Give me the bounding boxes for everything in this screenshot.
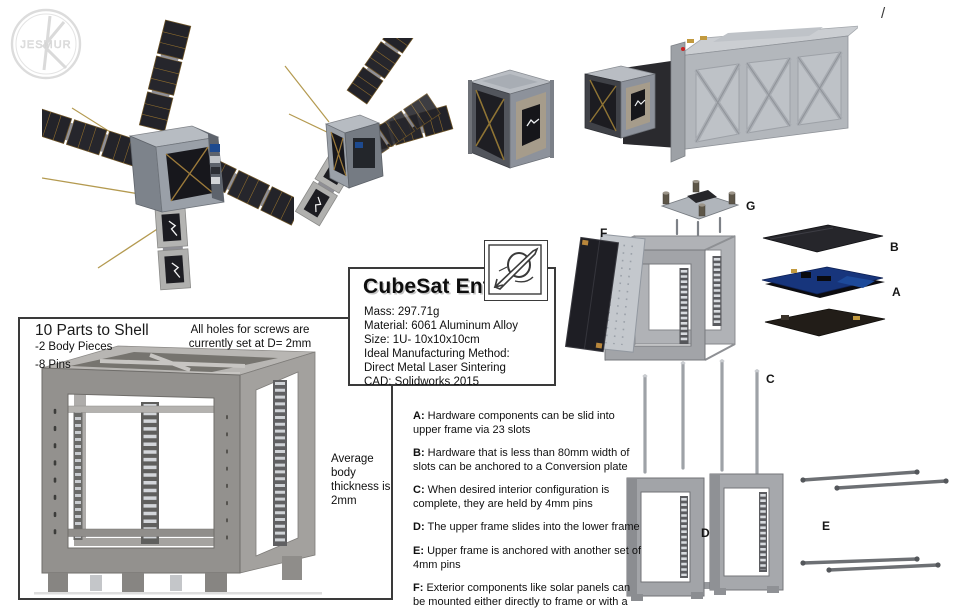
watermark-text: JESMUR xyxy=(20,39,71,51)
entry-info-box: CubeSat Entry Mass: 297.71g Material: 60… xyxy=(348,267,556,388)
part-panel-b xyxy=(762,224,884,253)
exploded-label-c: C xyxy=(766,372,775,386)
watermark-logo-icon: JESMUR xyxy=(10,8,82,80)
render-cubesat-deployed-2 xyxy=(284,38,454,227)
render-deployer-pod xyxy=(584,25,858,163)
note-a: A: Hardware components can be slid into … xyxy=(413,410,615,437)
part-vertical-pins xyxy=(643,359,759,475)
exploded-label-b: B xyxy=(890,240,899,254)
part-lower-frame xyxy=(626,473,784,601)
render-exploded-assembly xyxy=(565,180,949,601)
assembly-notes: A: Hardware components can be slid into … xyxy=(413,409,645,608)
part-solar-stack xyxy=(565,233,646,353)
corner-mark: / xyxy=(881,5,886,22)
note-c: C: When desired interior configuration i… xyxy=(413,484,610,511)
exploded-label-e: E xyxy=(822,519,831,533)
part-pcb-lower xyxy=(764,308,886,337)
exploded-label-d: D xyxy=(701,526,710,540)
spec-cad: CAD: Solidworks 2015 xyxy=(364,376,480,388)
note-b: B: Hardware that is less than 80mm width… xyxy=(413,447,630,474)
shell-box-item: -8 Pins xyxy=(35,359,71,371)
thickness-note: Average body thickness is 2mm xyxy=(331,453,391,507)
note-f: F: Exterior components like solar panels… xyxy=(413,581,631,608)
shell-box-heading: 10 Parts to Shell xyxy=(35,322,149,339)
exploded-label-f: F xyxy=(600,226,608,240)
spec-mass: Mass: 297.71g xyxy=(364,306,440,318)
spec-method-value: Direct Metal Laser Sintering xyxy=(364,362,506,374)
rocket-logo-icon xyxy=(488,244,542,295)
spec-material: Material: 6061 Aluminum Alloy xyxy=(364,320,519,332)
render-shell-frame xyxy=(34,345,322,595)
exploded-label-a: A xyxy=(892,285,901,299)
part-horizontal-pins xyxy=(801,470,948,572)
screw-note: All holes for screws are currently set a… xyxy=(188,324,312,350)
spec-method-label: Ideal Manufacturing Method: xyxy=(364,348,510,360)
exploded-label-g: G xyxy=(746,199,756,213)
render-cubesat-deployed-1 xyxy=(42,19,294,291)
part-modulation-plate xyxy=(660,180,740,239)
part-pcb-a xyxy=(761,266,885,298)
note-d: D: The upper frame slides into the lower… xyxy=(413,521,640,534)
render-cubesat-stowed xyxy=(468,69,554,169)
shell-box-item: -2 Body Pieces xyxy=(35,341,113,353)
entry-title: CubeSat Entry xyxy=(363,275,511,298)
rocket-logo-box xyxy=(484,240,548,301)
note-e: E: Upper frame is anchored with another … xyxy=(413,544,642,571)
spec-size: Size: 1U- 10x10x10cm xyxy=(364,334,480,346)
